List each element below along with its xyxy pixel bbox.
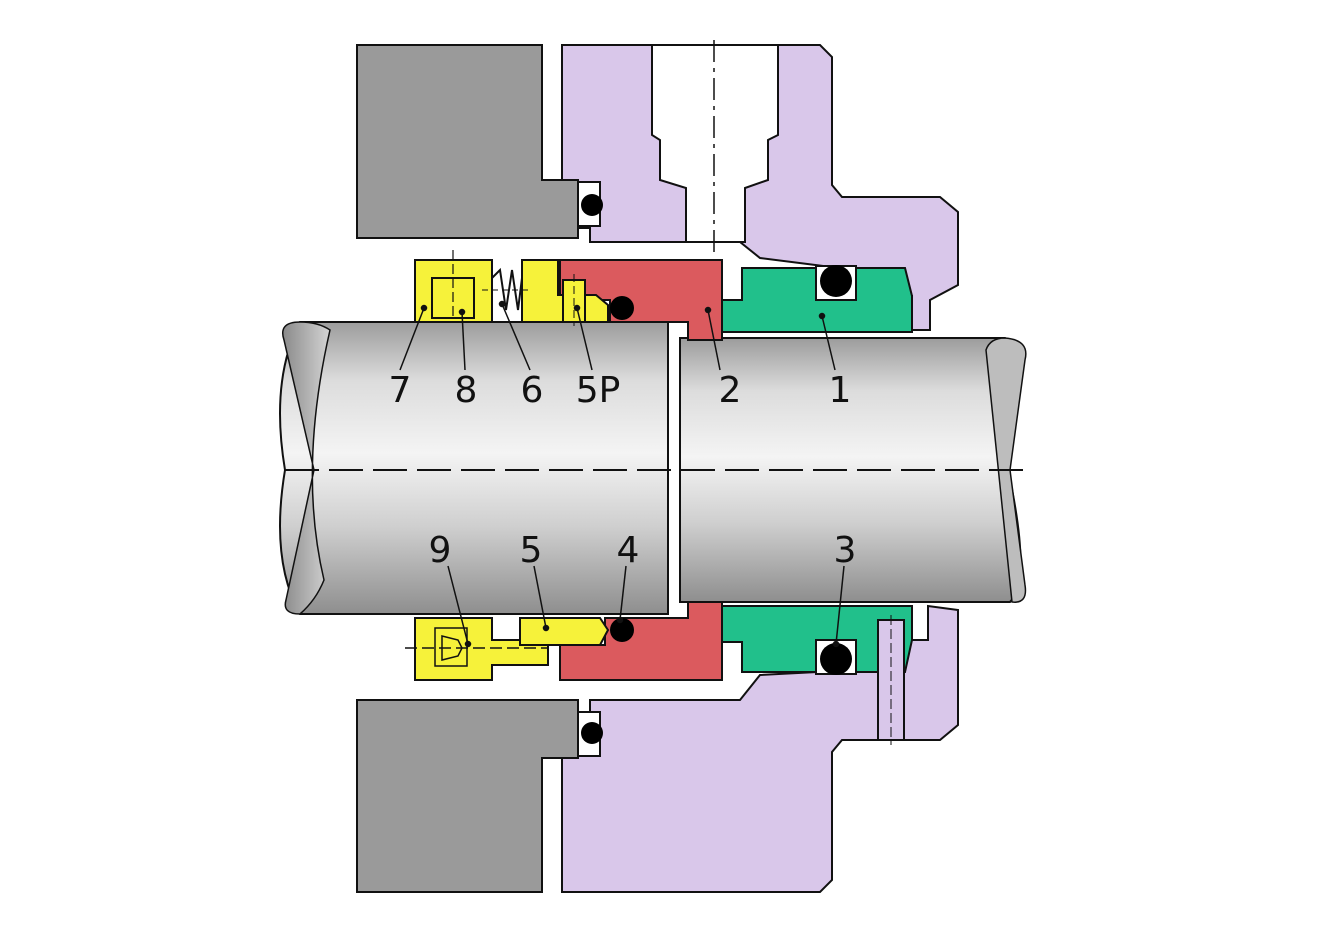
- callout-label-3: 3: [834, 530, 857, 571]
- callout-label-6: 6: [521, 370, 544, 411]
- leader-lines: [399, 300, 845, 648]
- shaft-left: [279, 321, 669, 615]
- callout-labels-bottom: 9 5 4 3: [429, 530, 857, 571]
- retainer-bottom: [519, 617, 610, 646]
- seat-oring-top: [820, 265, 852, 297]
- shaft-left-end: [282, 321, 331, 615]
- spring-6: [482, 267, 530, 311]
- drive-collar-bottom: [414, 617, 549, 681]
- face-oring-bottom: [610, 618, 634, 642]
- callout-label-9: 9: [429, 530, 452, 571]
- gland-oring-top: [581, 194, 603, 216]
- seat-oring-bottom: [820, 643, 852, 675]
- gland-bottom: [356, 699, 579, 893]
- callout-label-7: 7: [389, 370, 412, 411]
- callout-label-2: 2: [719, 370, 742, 411]
- housing-port-bore: [651, 44, 779, 243]
- callout-label-5: 5: [520, 530, 543, 571]
- gland-oring-bottom: [581, 722, 603, 744]
- face-oring-top: [610, 296, 634, 320]
- callout-label-5p: 5P: [576, 370, 621, 411]
- spring-retainer-top: [521, 259, 609, 323]
- callout-label-1: 1: [829, 370, 852, 411]
- callout-label-4: 4: [617, 530, 640, 571]
- callout-label-8: 8: [455, 370, 478, 411]
- callout-labels-top: 7 8 6 5P 2 1: [389, 370, 852, 411]
- gland-top: [356, 44, 579, 239]
